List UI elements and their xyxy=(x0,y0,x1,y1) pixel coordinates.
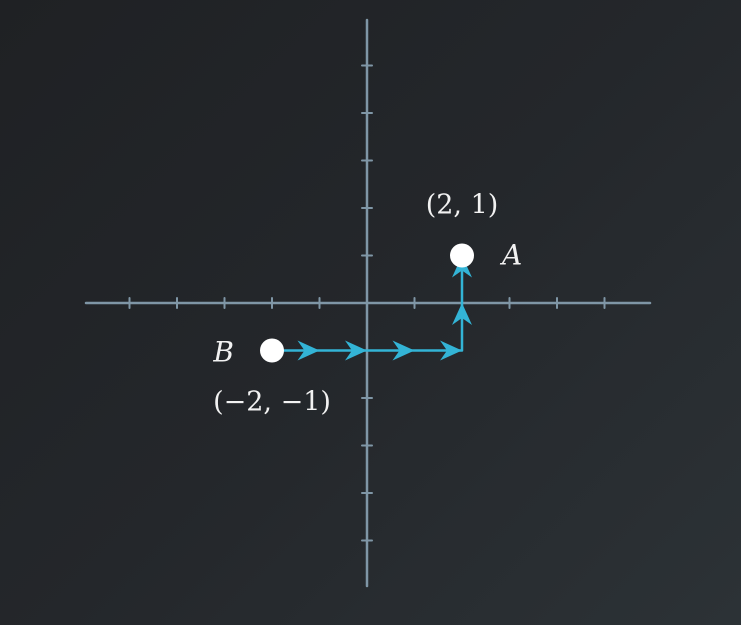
point-A-name: A xyxy=(499,239,522,272)
labels: A(2, 1) B (−2, −1) xyxy=(212,190,522,418)
points xyxy=(260,243,474,363)
step-arrow-right xyxy=(345,340,367,361)
point-B-coordinates: (−2, −1) xyxy=(213,387,331,418)
step-arrow-right xyxy=(297,340,320,361)
step-arrow-right xyxy=(440,340,462,361)
step-arrow-up xyxy=(452,303,472,325)
point-B-name: B xyxy=(212,336,234,369)
point-A xyxy=(450,243,474,268)
step-arrow-right xyxy=(392,340,415,361)
axes xyxy=(84,18,652,588)
point-A-coordinates: (2, 1) xyxy=(426,190,499,221)
point-B xyxy=(260,338,284,363)
movement-path xyxy=(270,254,472,361)
